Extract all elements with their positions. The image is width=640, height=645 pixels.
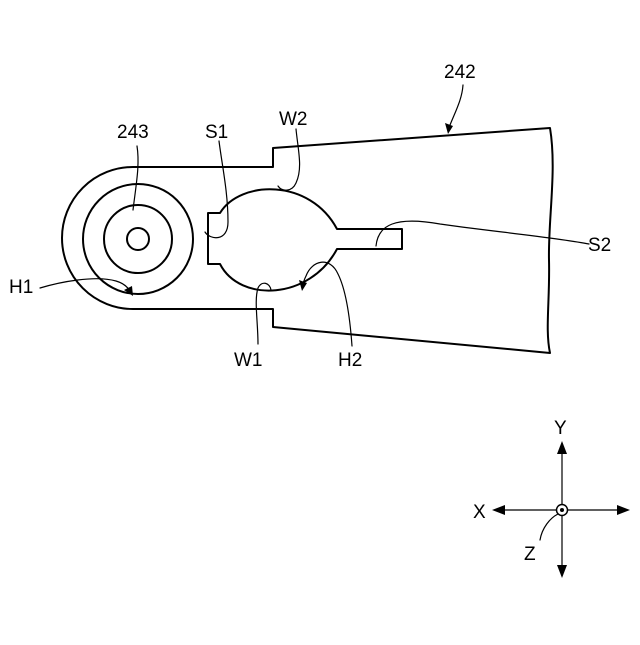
label-W1: W1	[234, 350, 263, 371]
ring-outer	[83, 184, 193, 294]
axis-z-label: Z	[524, 544, 536, 565]
leader-W1	[256, 283, 271, 344]
axis-y-label: Y	[554, 418, 567, 439]
axis-y-arrow-down	[557, 565, 567, 578]
leader-S2	[376, 221, 589, 246]
axis-y-arrow-up	[557, 441, 567, 454]
axis-z-dot	[560, 508, 564, 512]
leader-243	[133, 146, 138, 210]
body-outline	[62, 128, 553, 353]
arrowhead-H1	[124, 286, 133, 296]
axis-x-arrow-left	[492, 505, 505, 515]
label-H2: H2	[338, 350, 362, 371]
leader-Z	[540, 514, 558, 540]
label-S1: S1	[205, 122, 228, 143]
label-W2: W2	[279, 109, 308, 130]
label-S2: S2	[588, 235, 611, 256]
leader-W2	[278, 129, 300, 190]
label-242: 242	[444, 62, 476, 83]
leader-242	[448, 85, 463, 130]
ring-inner-hole	[127, 228, 149, 250]
label-243: 243	[117, 122, 149, 143]
axis-x-arrow-right	[617, 505, 630, 515]
label-H1: H1	[9, 277, 33, 298]
axes-indicator: Y X Z	[473, 418, 630, 578]
ring-middle	[104, 205, 172, 273]
arrowhead-242	[445, 123, 453, 134]
axis-x-label: X	[473, 502, 486, 523]
